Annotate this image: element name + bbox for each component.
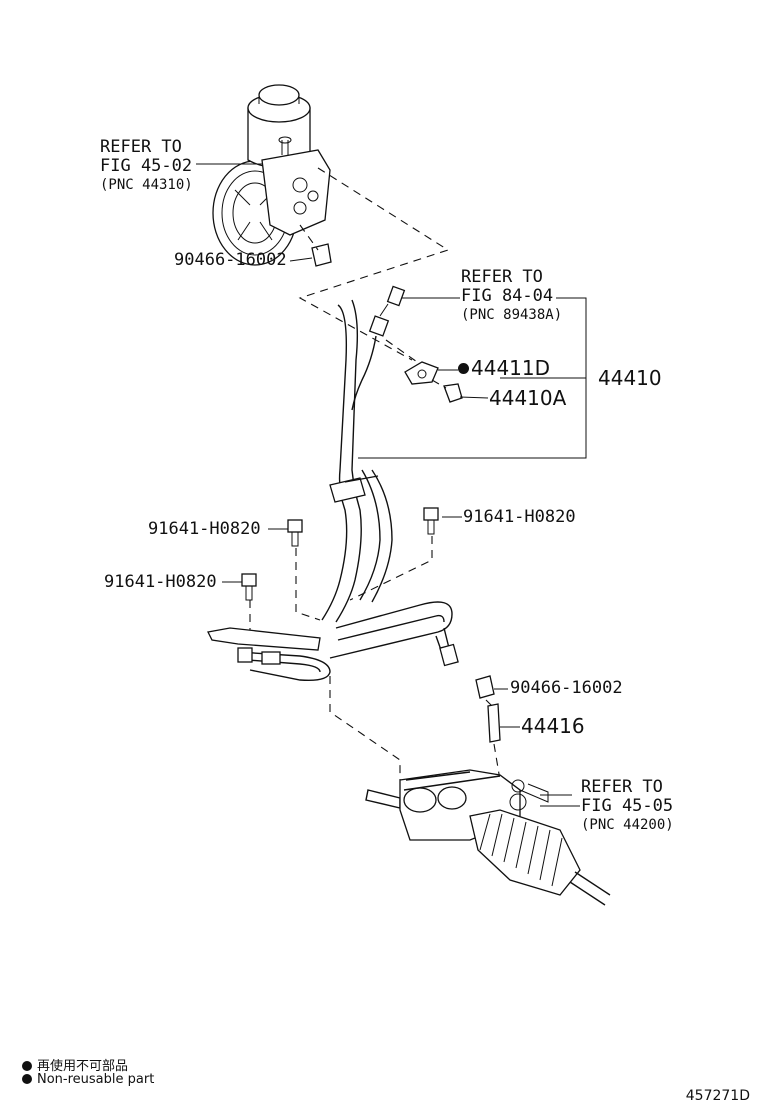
non-reusable-dot-icon bbox=[458, 363, 469, 374]
bolt-left-upper-shape bbox=[287, 519, 303, 547]
part-bolt-left-upper: 91641-H0820 bbox=[148, 519, 261, 539]
pressure-hose bbox=[321, 299, 393, 623]
non-reusable-dot-icon bbox=[22, 1074, 32, 1084]
part-gasket: 44411D bbox=[458, 356, 550, 380]
part-bolt-right: 91641-H0820 bbox=[463, 507, 576, 527]
legend-en: Non-reusable part bbox=[22, 1072, 154, 1087]
ref-sensor-line3: (PNC 89438A) bbox=[461, 307, 563, 323]
part-clamp-bottom: 90466-16002 bbox=[510, 678, 623, 698]
ref-gear-callout: REFER TO FIG 45-05 (PNC 44200) bbox=[581, 778, 674, 835]
pump-body bbox=[261, 149, 331, 236]
bolt-right-shape bbox=[423, 507, 439, 535]
clamp-bottom-shape bbox=[475, 675, 495, 699]
part-union: 44416 bbox=[521, 714, 585, 738]
union-bolt-shape bbox=[443, 383, 463, 403]
ref-gear-line1: REFER TO bbox=[581, 777, 663, 797]
hose-bracket bbox=[207, 627, 331, 682]
ref-pump-line3: (PNC 44310) bbox=[100, 177, 193, 193]
part-bolt-left-lower: 91641-H0820 bbox=[104, 572, 217, 592]
part-clamp-top: 90466-16002 bbox=[174, 250, 287, 270]
steering-gear-assembly bbox=[365, 769, 611, 906]
ref-gear-line2: FIG 45-05 bbox=[581, 796, 674, 816]
legend-jp: 再使用不可部品 bbox=[22, 1055, 128, 1074]
clamp-top-shape bbox=[311, 243, 332, 267]
ref-pump-callout: REFER TO FIG 45-02 (PNC 44310) bbox=[100, 138, 193, 195]
ref-sensor-line1: REFER TO bbox=[461, 267, 543, 287]
ref-pump-line1: REFER TO bbox=[100, 137, 182, 157]
gasket-shape bbox=[404, 361, 439, 385]
bolt-left-lower-shape bbox=[241, 573, 257, 601]
ref-sensor-callout: REFER TO FIG 84-04 (PNC 89438A) bbox=[461, 268, 562, 325]
gear-boot bbox=[469, 809, 581, 896]
legend-en-text: Non-reusable part bbox=[37, 1072, 155, 1087]
legend-jp-text: 再使用不可部品 bbox=[37, 1059, 129, 1074]
ref-sensor-line2: FIG 84-04 bbox=[461, 286, 554, 306]
pressure-sensor-shape bbox=[351, 285, 406, 411]
pump-assembly bbox=[212, 84, 331, 266]
ref-pump-line2: FIG 45-02 bbox=[100, 156, 193, 176]
reservoir-cap bbox=[258, 84, 300, 106]
non-reusable-dot-icon bbox=[22, 1061, 32, 1071]
figure-id: 457271D bbox=[685, 1088, 750, 1104]
union-shape bbox=[487, 703, 501, 743]
part-bolt-union: 44410A bbox=[489, 386, 567, 410]
part-gasket-number: 44411D bbox=[471, 356, 551, 380]
part-hose-assy: 44410 bbox=[598, 366, 662, 390]
ref-gear-line3: (PNC 44200) bbox=[581, 817, 674, 833]
